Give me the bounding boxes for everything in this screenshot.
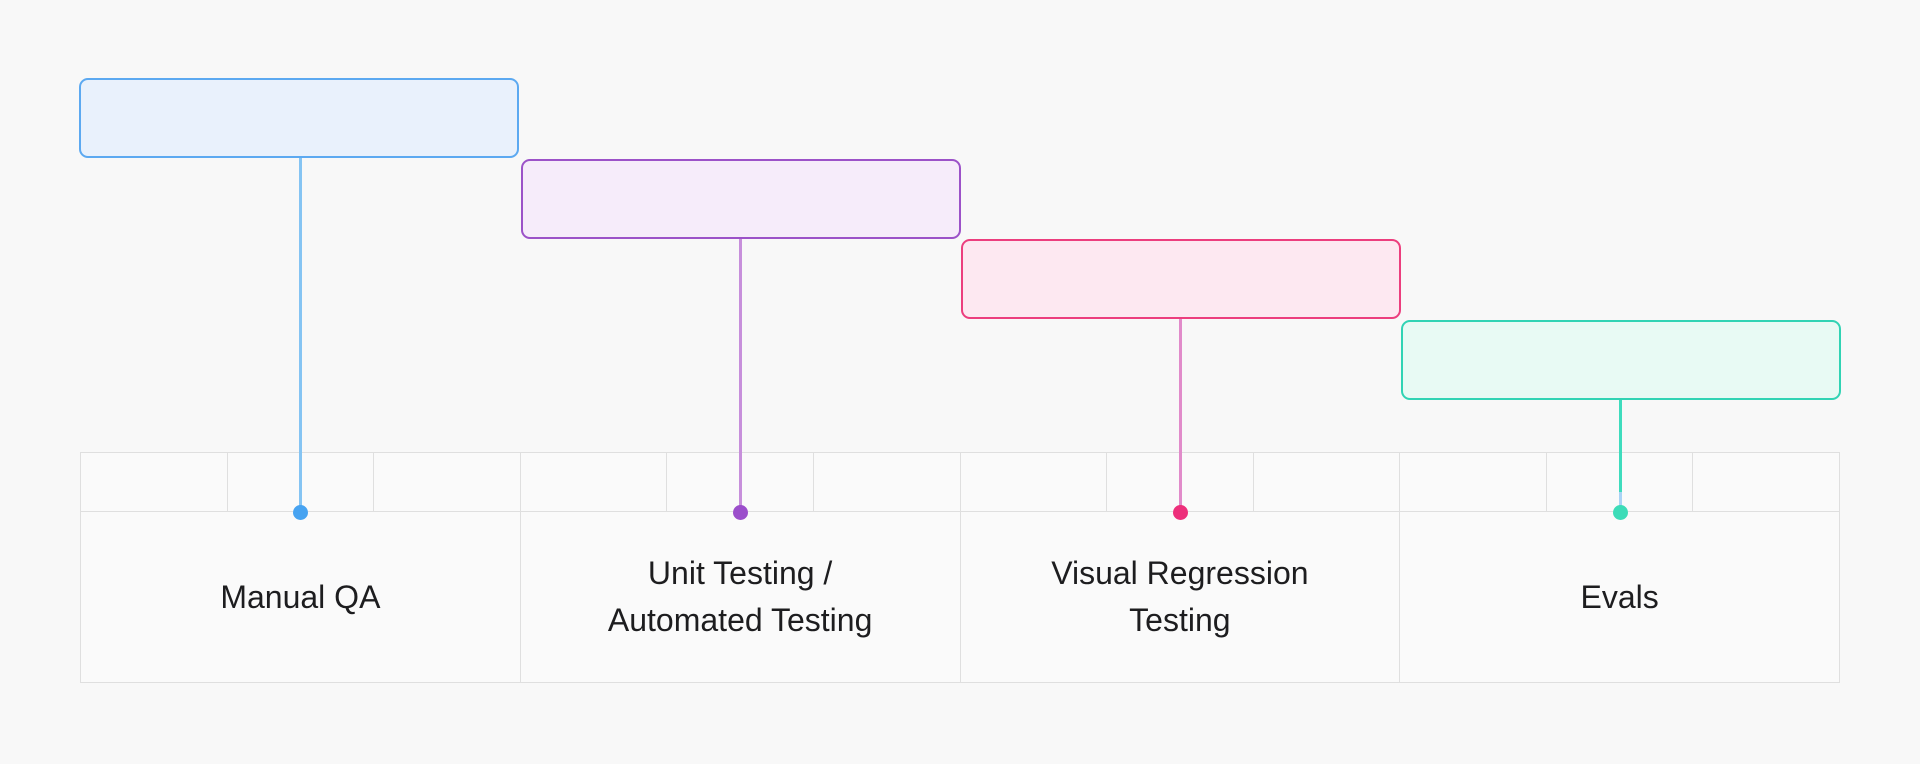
connector-line-unit-testing <box>738 239 742 512</box>
tick-cell <box>1545 453 1694 511</box>
timeline-dot-unit-testing <box>732 504 748 520</box>
tick-cell <box>666 453 814 511</box>
connector-line-evals-tail <box>1618 492 1622 512</box>
tick-cell <box>1254 453 1400 511</box>
tick-cell <box>1106 453 1254 511</box>
connector-line-evals <box>1618 400 1622 492</box>
stage-box-unit-testing <box>521 159 961 239</box>
timeline-column-unit-testing: Unit Testing / Automated Testing <box>519 453 960 682</box>
timeline-table: Manual QA Unit Testing / Automated Testi… <box>80 452 1840 683</box>
tick-cell <box>521 453 667 511</box>
stage-label-unit-testing: Unit Testing / Automated Testing <box>607 555 873 638</box>
tick-cell <box>226 453 375 511</box>
timeline-dot-manual-qa <box>292 504 308 520</box>
connector-line-visual-regression <box>1178 319 1182 512</box>
stage-box-manual-qa <box>79 78 519 158</box>
tick-cell <box>81 453 227 511</box>
tick-cell <box>1400 453 1546 511</box>
timeline-dot-visual-regression <box>1172 504 1188 520</box>
connector-line-manual-qa <box>298 158 302 512</box>
tick-cell <box>374 453 520 511</box>
stage-box-visual-regression <box>961 239 1401 319</box>
tick-cell <box>814 453 960 511</box>
timeline-dot-evals <box>1612 504 1628 520</box>
stage-label-visual-regression: Visual Regression Testing <box>1051 555 1309 638</box>
stage-box-evals <box>1401 320 1841 400</box>
timeline-column-manual-qa: Manual QA <box>81 453 520 682</box>
timeline-column-visual-regression: Visual Regression Testing <box>959 453 1400 682</box>
stage-label-evals: Evals <box>1580 578 1659 615</box>
stage-label-manual-qa: Manual QA <box>220 578 381 615</box>
tick-cell <box>961 453 1107 511</box>
tick-cell <box>1693 453 1839 511</box>
